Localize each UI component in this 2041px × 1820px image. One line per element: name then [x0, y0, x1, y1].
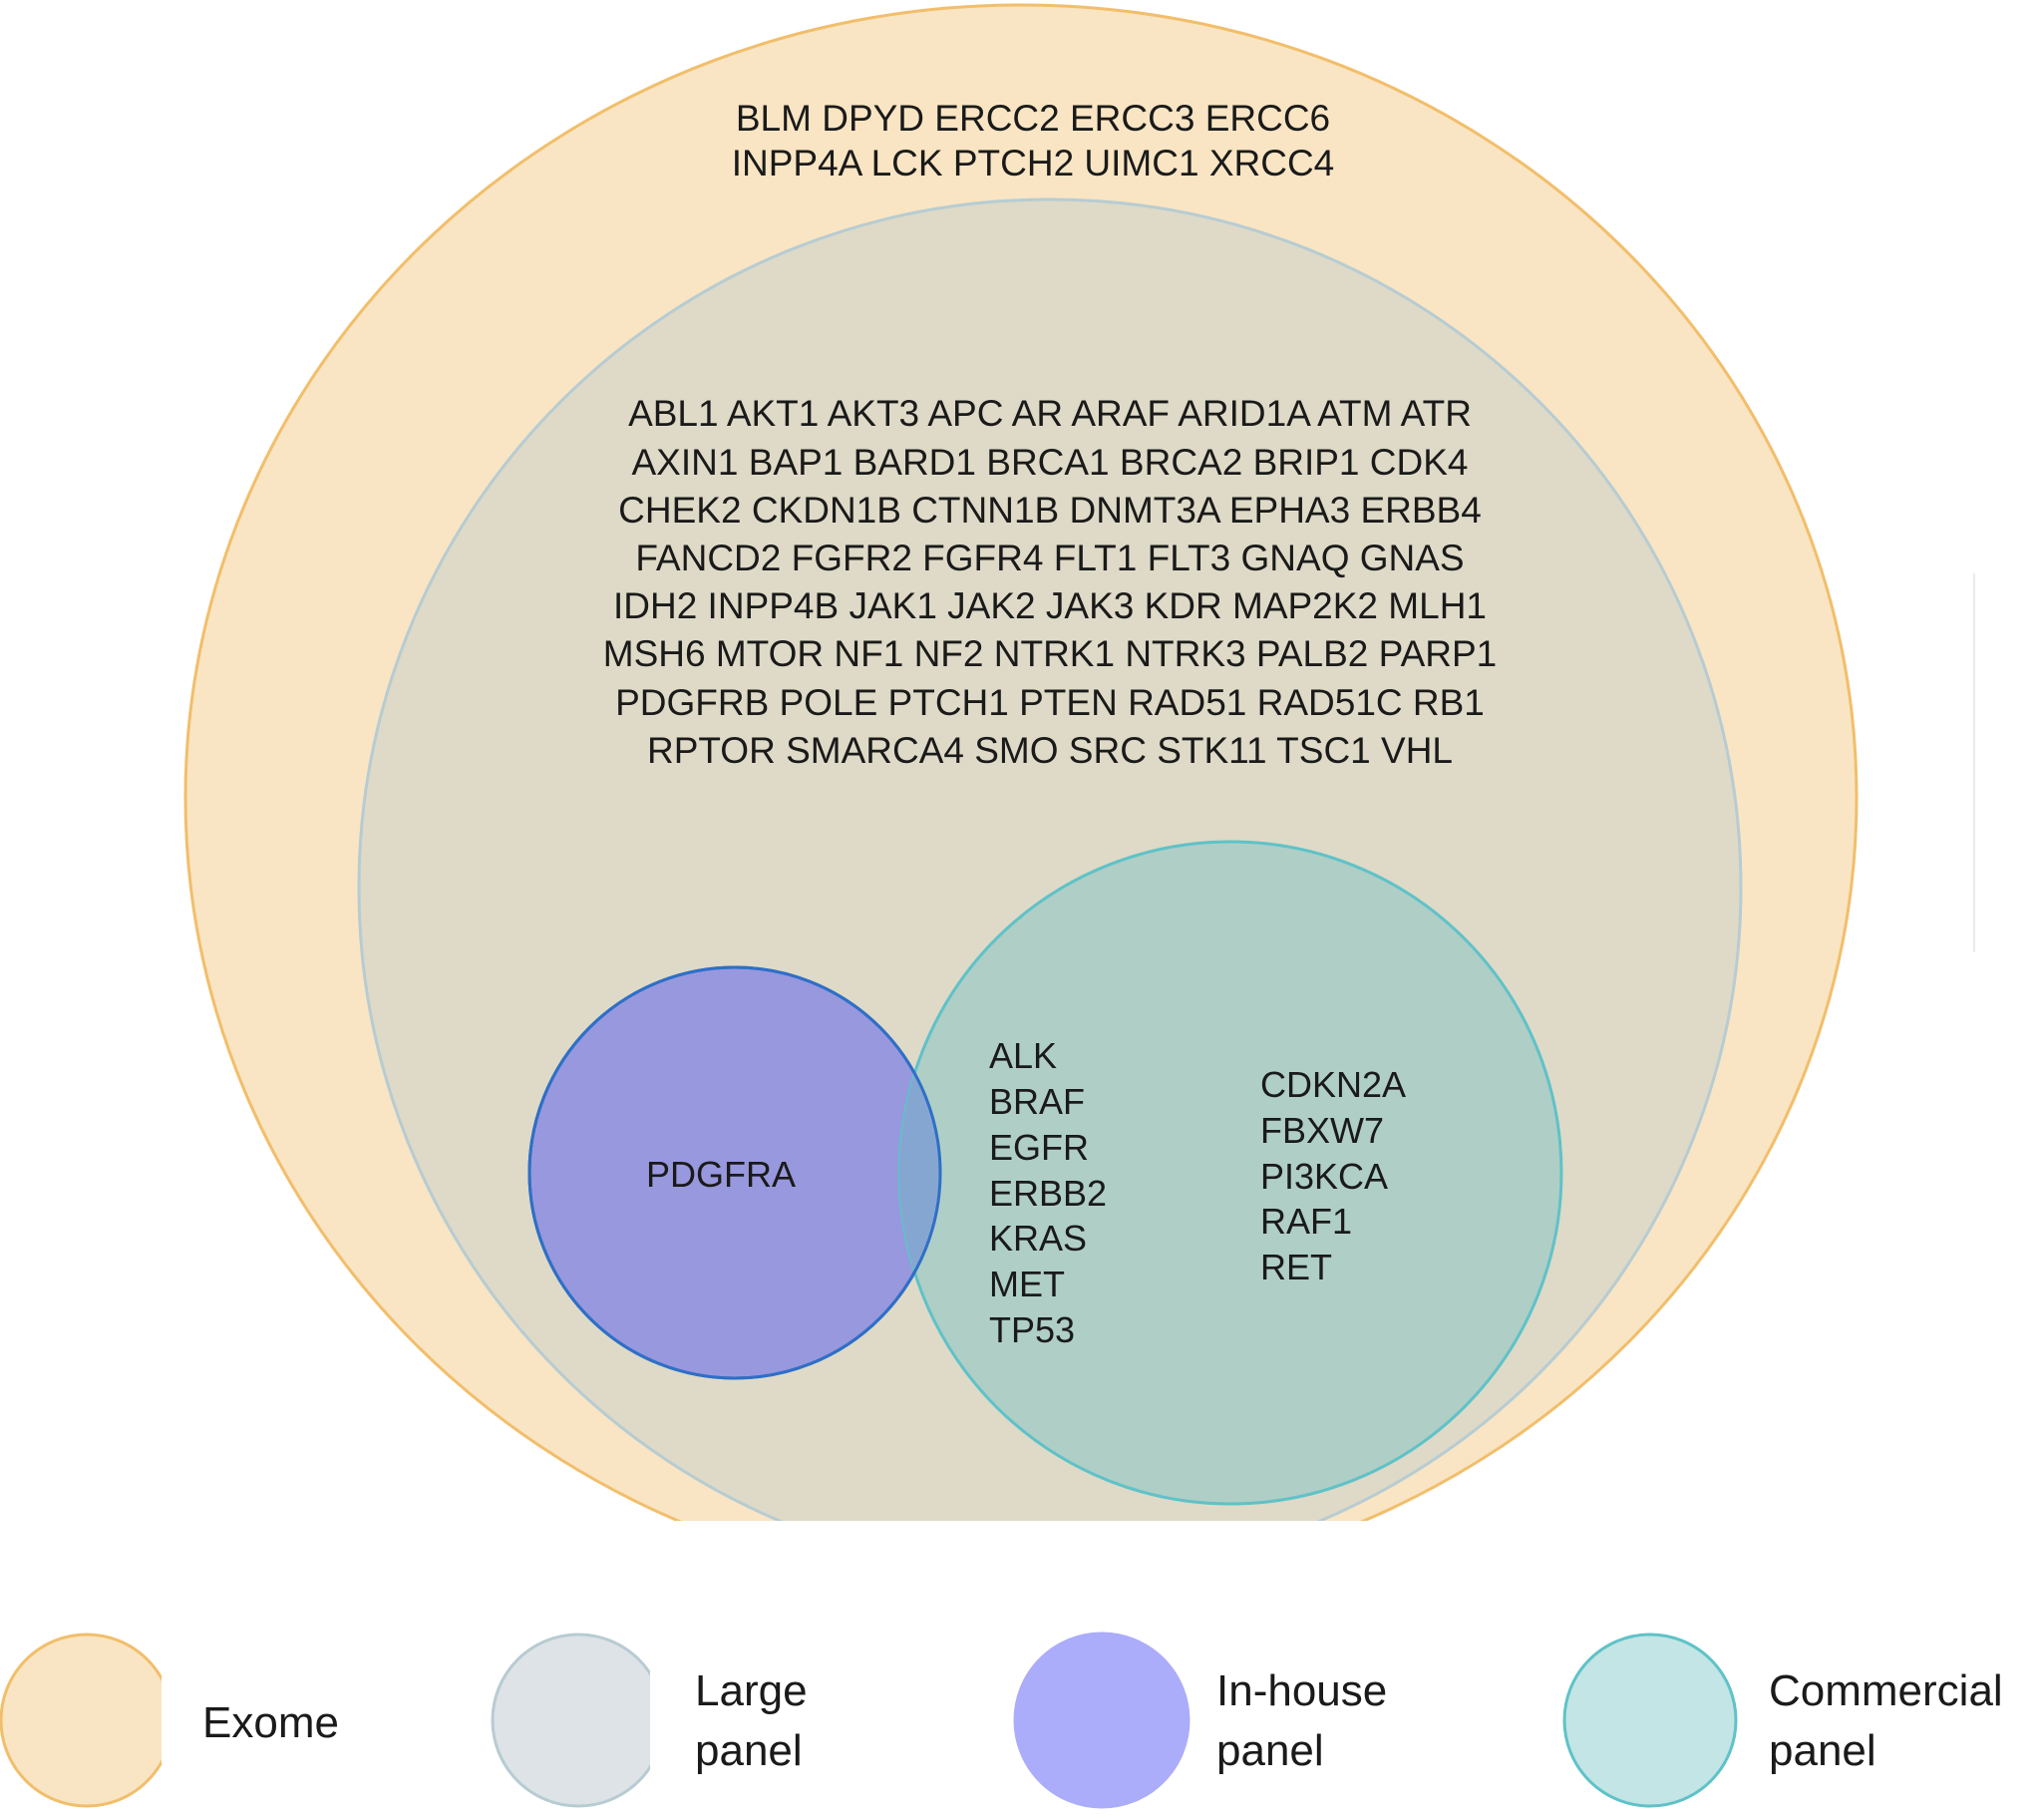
gene-line: EGFR	[989, 1127, 1089, 1168]
legend-item-exome: Exome	[0, 1633, 339, 1808]
gene-line: PDGFRA	[646, 1154, 796, 1195]
legend-swatch-exome	[0, 1633, 162, 1808]
gene-line: IDH2 INPP4B JAK1 JAK2 JAK3 KDR MAP2K2 ML…	[613, 585, 1487, 626]
inhouse-only-genes: PDGFRA	[646, 1154, 796, 1195]
gene-line: AXIN1 BAP1 BARD1 BRCA1 BRCA2 BRIP1 CDK4	[632, 442, 1469, 483]
venn-circles	[183, 3, 1859, 1521]
legend-swatch-commercial	[1562, 1633, 1738, 1808]
legend: Exome Large panel In-house panel Commerc…	[0, 1632, 2003, 1809]
legend-swatch-inhouse	[1013, 1632, 1191, 1809]
gene-line: FANCD2 FGFR2 FGFR4 FLT1 FLT3 GNAQ GNAS	[635, 538, 1464, 578]
legend-label: Commercial	[1769, 1666, 2003, 1715]
gene-line: ERBB2	[989, 1173, 1107, 1214]
gene-line: ABL1 AKT1 AKT3 APC AR ARAF ARID1A ATM AT…	[628, 393, 1472, 434]
gene-line: RET	[1260, 1247, 1332, 1287]
commercial-only-genes: CDKN2A FBXW7 PI3KCA RAF1 RET	[1260, 1064, 1406, 1287]
gene-line: RPTOR SMARCA4 SMO SRC STK11 TSC1 VHL	[647, 730, 1453, 771]
gene-line: CHEK2 CKDN1B CTNN1B DNMT3A EPHA3 ERBB4	[618, 490, 1482, 531]
gene-line: MET	[989, 1264, 1065, 1304]
gene-line: MSH6 MTOR NF1 NF2 NTRK1 NTRK3 PALB2 PARP…	[603, 633, 1497, 674]
gene-line: CDKN2A	[1260, 1064, 1406, 1105]
gene-line: ALK	[989, 1035, 1057, 1076]
legend-swatch-large	[491, 1633, 650, 1808]
inhouse-commercial-genes: ALK BRAF EGFR ERBB2 KRAS MET TP53	[989, 1035, 1107, 1350]
gene-line: BRAF	[989, 1081, 1085, 1122]
gene-line: INPP4A LCK PTCH2 UIMC1 XRCC4	[732, 143, 1335, 183]
legend-label: panel	[1216, 1726, 1324, 1775]
legend-label: panel	[1769, 1726, 1876, 1775]
gene-line: TP53	[989, 1309, 1075, 1350]
legend-item-commercial: Commercial panel	[1562, 1633, 2003, 1808]
gene-line: BLM DPYD ERCC2 ERCC3 ERCC6	[736, 98, 1330, 139]
legend-label: Exome	[202, 1698, 339, 1747]
legend-item-large: Large panel	[491, 1633, 808, 1808]
gene-line: KRAS	[989, 1218, 1087, 1259]
gene-line: RAF1	[1260, 1201, 1352, 1242]
gene-line: FBXW7	[1260, 1110, 1384, 1151]
legend-label: panel	[695, 1726, 803, 1775]
gene-line: PDGFRB POLE PTCH1 PTEN RAD51 RAD51C RB1	[615, 682, 1485, 723]
large-panel-only-genes: ABL1 AKT1 AKT3 APC AR ARAF ARID1A ATM AT…	[603, 393, 1497, 771]
legend-label: In-house	[1216, 1666, 1387, 1715]
gene-line: PI3KCA	[1260, 1156, 1388, 1197]
inhouse-panel-outline	[527, 965, 942, 1380]
legend-label: Large	[695, 1666, 808, 1715]
legend-item-inhouse: In-house panel	[1013, 1632, 1387, 1809]
exome-only-genes: BLM DPYD ERCC2 ERCC3 ERCC6 INPP4A LCK PT…	[732, 98, 1335, 183]
